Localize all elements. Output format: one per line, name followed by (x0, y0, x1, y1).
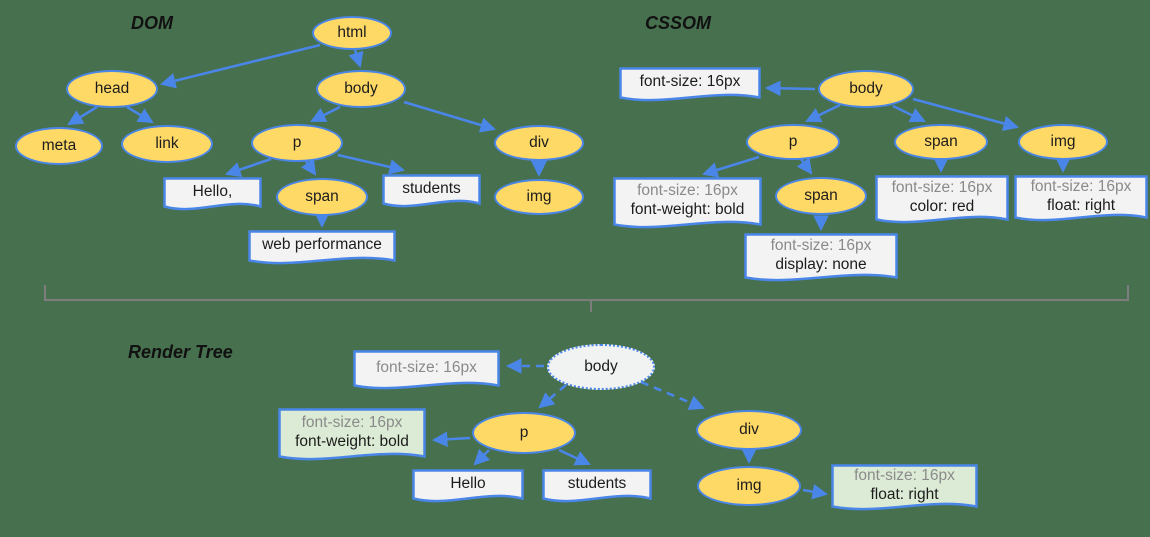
document-shape (744, 233, 898, 282)
cssom-node-span-in-p: span (775, 177, 867, 215)
edge-cssom-p-span (796, 157, 813, 175)
bracket-line (44, 285, 1129, 301)
edge-p-students (337, 153, 406, 175)
edge-cssom-body-span (892, 104, 926, 123)
edge-p-span (300, 158, 317, 176)
rule-line: font-weight: bold (630, 201, 745, 218)
edge-cssom-p-rule (702, 155, 760, 178)
rule-line: float: right (1046, 196, 1116, 214)
render-node-p: p (472, 412, 576, 454)
document-shape (542, 469, 652, 503)
edge-render-img-rule (802, 483, 829, 500)
document-shape (353, 350, 500, 390)
edge-cssom-body-img (912, 97, 1020, 132)
document-shape (875, 175, 1009, 224)
textnode-label: Hello, (192, 182, 233, 200)
edge-body-p (310, 105, 341, 123)
edge-cssom-body-p (805, 103, 841, 123)
dom-node-div: div (494, 125, 584, 161)
document-shape (382, 174, 481, 208)
edge-p-hello (225, 157, 272, 178)
dom-node-meta: meta (15, 127, 103, 165)
cssom-node-span-in-body: span (894, 124, 988, 160)
dom-textnode-students: students (382, 174, 481, 211)
document-shape (278, 408, 426, 461)
cssom-node-img: img (1018, 124, 1108, 160)
dom-node-html: html (312, 16, 392, 50)
dom-node-head: head (66, 70, 158, 108)
document-shape (613, 177, 762, 229)
render-edges (431, 358, 829, 500)
cssom-edges (702, 80, 1074, 232)
combine-bracket (44, 285, 1129, 312)
document-shape (163, 177, 262, 211)
rule-line: font-size: 16px (891, 178, 993, 196)
rule-line: font-size: 16px (637, 182, 738, 199)
render-rule-p: font-size: 16px font-weight: bold (278, 408, 426, 464)
dom-title: DOM (131, 13, 173, 33)
dom-textnode-hello: Hello, (163, 177, 262, 214)
dom-node-img: img (494, 179, 584, 215)
rule-line: font-size: 16px (854, 466, 955, 484)
dom-textnode-web-performance: web performance (248, 230, 396, 268)
cssom-node-body: body (818, 70, 914, 108)
rule-line: font-size: 16px (301, 413, 403, 431)
render-node-body: body (547, 344, 655, 390)
edge-head-meta (67, 105, 98, 126)
render-node-div: div (696, 410, 802, 450)
cssom-title: CSSOM (645, 13, 712, 33)
edge-head-link (126, 105, 154, 124)
rule-line: font-size: 16px (1030, 177, 1132, 195)
dom-node-link: link (121, 125, 213, 163)
textnode-label: students (567, 474, 627, 492)
dom-node-body: body (316, 70, 406, 108)
rule-line: color: red (909, 197, 975, 215)
edge-render-body-div (640, 380, 705, 410)
edge-html-head (159, 43, 321, 89)
cssom-rule-p: font-size: 16px font-weight: bold (613, 177, 762, 232)
cssom-rule-span-in-body: font-size: 16px color: red (875, 175, 1009, 227)
textnode-label: Hello (450, 474, 486, 492)
render-rule-body: font-size: 16px (353, 350, 500, 393)
rule-line: font-size: 16px (770, 236, 872, 254)
dom-node-span: span (276, 178, 368, 216)
rule-line: float: right (870, 485, 939, 503)
textnode-label: web performance (262, 236, 382, 253)
rule-line: font-weight: bold (295, 432, 409, 450)
document-shape (619, 67, 761, 102)
cssom-node-p: p (746, 124, 840, 160)
dom-edges (67, 43, 550, 228)
render-textnode-hello: Hello (412, 469, 524, 506)
cssom-rule-span-in-p: font-size: 16px display: none (744, 233, 898, 285)
render-textnode-students: students (542, 469, 652, 506)
document-shape (412, 469, 524, 503)
edge-cssom-body-rule (764, 80, 816, 97)
edge-render-p-students (558, 448, 591, 466)
document-shape (831, 464, 978, 511)
rule-line: font-size: 16px (376, 358, 477, 376)
rule-line: font-size: 16px (639, 73, 741, 90)
edge-html-body (348, 49, 364, 68)
cssom-rule-img: font-size: 16px float: right (1014, 175, 1148, 225)
edge-render-body-p (538, 384, 567, 409)
render-rule-img: font-size: 16px float: right (831, 464, 978, 514)
document-shape (1014, 175, 1148, 222)
render-tree-title: Render Tree (128, 342, 233, 362)
edge-render-p-hello (473, 448, 491, 466)
cssom-rule-body: font-size: 16px (619, 67, 761, 105)
edge-render-p-rule (431, 431, 471, 448)
dom-node-p: p (251, 124, 343, 162)
document-shape (248, 230, 396, 265)
rule-line: display: none (775, 255, 867, 273)
textnode-label: students (402, 179, 461, 197)
edge-body-div (403, 100, 496, 133)
render-node-img: img (697, 466, 801, 506)
